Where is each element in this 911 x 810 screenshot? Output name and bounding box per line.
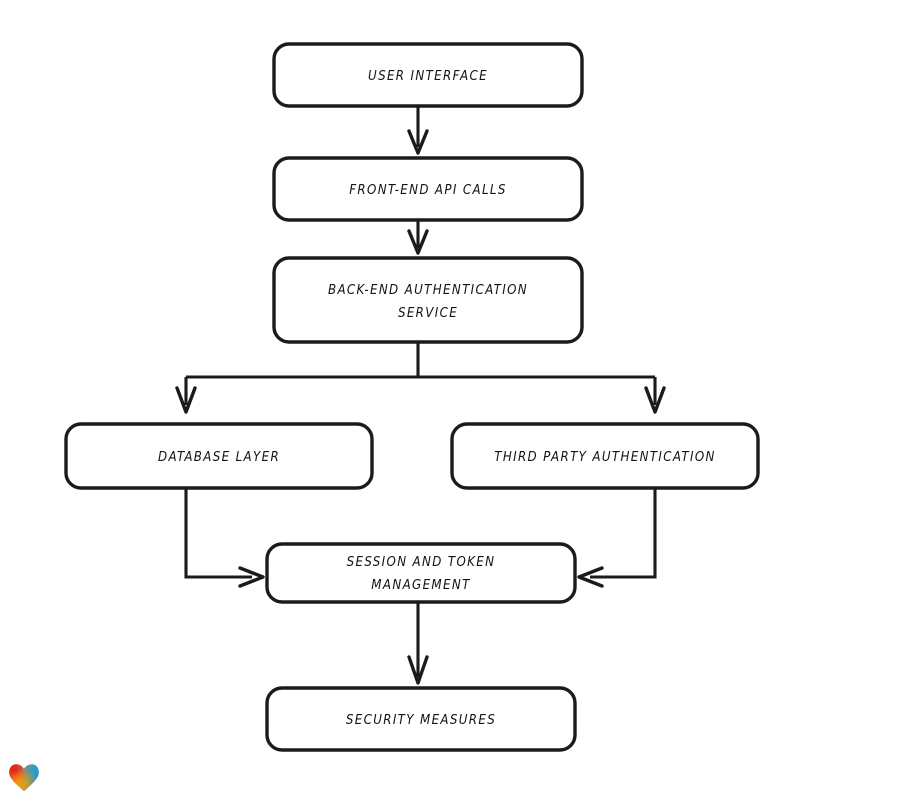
node-box-front-end-api-calls[interactable] [272, 156, 584, 222]
node-database-layer[interactable]: DATABASE LAYER [64, 422, 374, 490]
node-security-measures[interactable]: SECURITY MEASURES [265, 686, 577, 752]
node-session-and-token-management[interactable]: SESSION AND TOKEN MANAGEMENT [265, 542, 577, 604]
edge-backend-split-bus [186, 342, 655, 379]
edge-api-to-backend [407, 220, 429, 255]
edge-database-to-session [184, 488, 265, 588]
node-third-party-authentication[interactable]: THIRD PARTY AUTHENTICATION [450, 422, 760, 490]
node-label-database-layer: DATABASE LAYER [158, 450, 280, 465]
edge-backend-to-database [175, 377, 197, 414]
node-box-database-layer[interactable] [64, 422, 374, 490]
node-front-end-api-calls[interactable]: FRONT-END API CALLS [272, 156, 584, 222]
node-label-session-and-token-management-line1: SESSION AND TOKEN [347, 555, 496, 570]
node-box-security-measures[interactable] [265, 686, 577, 752]
edge-session-to-security [407, 602, 429, 685]
edge-third-party-to-session [577, 488, 657, 588]
node-box-back-end-authentication-service[interactable] [272, 256, 584, 344]
node-label-user-interface: USER INTERFACE [368, 69, 488, 84]
node-label-third-party-authentication: THIRD PARTY AUTHENTICATION [494, 450, 716, 465]
node-box-session-and-token-management[interactable] [265, 542, 577, 604]
node-box-user-interface[interactable] [272, 42, 584, 108]
node-label-session-and-token-management-line2: MANAGEMENT [371, 578, 471, 593]
node-label-back-end-authentication-service-line2: SERVICE [398, 306, 458, 321]
edge-backend-to-third-party [644, 377, 666, 414]
heart-icon [9, 764, 39, 792]
node-user-interface[interactable]: USER INTERFACE [272, 42, 584, 108]
node-box-third-party-authentication[interactable] [450, 422, 760, 490]
node-label-front-end-api-calls: FRONT-END API CALLS [349, 183, 507, 198]
node-label-back-end-authentication-service-line1: BACK-END AUTHENTICATION [328, 283, 528, 298]
edge-ui-to-api [407, 106, 429, 155]
node-back-end-authentication-service[interactable]: BACK-END AUTHENTICATION SERVICE [272, 256, 584, 344]
node-label-security-measures: SECURITY MEASURES [346, 713, 496, 728]
